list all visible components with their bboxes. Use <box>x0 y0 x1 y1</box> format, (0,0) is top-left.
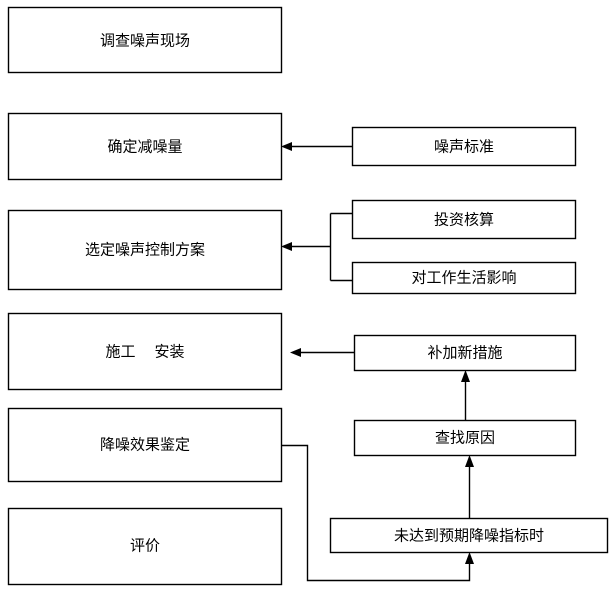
node-find-cause-box <box>353 419 577 457</box>
node-investment-accounting-box <box>351 199 577 240</box>
node-target-not-met-box <box>329 517 609 554</box>
node-survey-site[interactable]: 调查噪声现场 <box>7 6 283 74</box>
arrow-head-left <box>281 242 292 251</box>
edge-appraisal-to-target-not-met <box>281 444 474 582</box>
node-effect-appraisal[interactable]: 降噪效果鉴定 <box>7 407 283 483</box>
node-target-not-met[interactable]: 未达到预期降噪指标时 <box>329 517 609 554</box>
node-impact-on-work-life-label: 对工作生活影响 <box>411 269 516 287</box>
node-investment-accounting[interactable]: 投资核算 <box>351 199 577 240</box>
node-evaluation-box <box>7 507 283 586</box>
node-add-new-measures-label: 补加新措施 <box>427 344 502 362</box>
node-find-cause[interactable]: 查找原因 <box>353 419 577 457</box>
node-select-control-plan[interactable]: 选定噪声控制方案 <box>7 209 283 291</box>
node-noise-standard-box <box>351 126 577 167</box>
edge-noise-standard-to-determine-reduction <box>281 142 353 151</box>
edge-target-not-met-to-find-cause <box>465 455 474 519</box>
node-select-control-plan-label: 选定噪声控制方案 <box>85 241 205 259</box>
node-investment-accounting-label: 投资核算 <box>434 211 494 229</box>
arrow-head-left <box>281 142 292 151</box>
node-survey-site-box <box>7 6 283 74</box>
arrow-head-left <box>290 348 301 357</box>
node-survey-site-label: 调查噪声现场 <box>100 32 190 50</box>
node-determine-reduction[interactable]: 确定减噪量 <box>7 112 283 181</box>
node-find-cause-label: 查找原因 <box>435 429 495 447</box>
node-construction-installation-box <box>7 312 283 391</box>
node-add-new-measures[interactable]: 补加新措施 <box>353 334 577 372</box>
edge-investment-impact-to-select-plan <box>281 212 353 282</box>
node-evaluation-label: 评价 <box>130 537 160 555</box>
node-determine-reduction-label: 确定减噪量 <box>107 138 182 156</box>
node-construction-installation[interactable]: 施工 安装 <box>7 312 283 391</box>
node-determine-reduction-box <box>7 112 283 181</box>
arrow-head-up <box>465 455 474 467</box>
node-select-control-plan-box <box>7 209 283 291</box>
edge-find-cause-to-add-measures <box>461 370 470 421</box>
node-effect-appraisal-box <box>7 407 283 483</box>
node-construction-installation-label: 施工 安装 <box>105 343 184 361</box>
node-noise-standard[interactable]: 噪声标准 <box>351 126 577 167</box>
node-effect-appraisal-label: 降噪效果鉴定 <box>100 436 190 454</box>
node-impact-on-work-life[interactable]: 对工作生活影响 <box>351 261 577 295</box>
node-add-new-measures-box <box>353 334 577 372</box>
edge-add-measures-to-construction <box>290 348 355 357</box>
node-noise-standard-label: 噪声标准 <box>434 138 494 156</box>
node-target-not-met-label: 未达到预期降噪指标时 <box>394 527 544 545</box>
arrow-head-up <box>461 370 470 382</box>
node-impact-on-work-life-box <box>351 261 577 295</box>
node-evaluation[interactable]: 评价 <box>7 507 283 586</box>
arrow-head-up <box>465 552 474 564</box>
